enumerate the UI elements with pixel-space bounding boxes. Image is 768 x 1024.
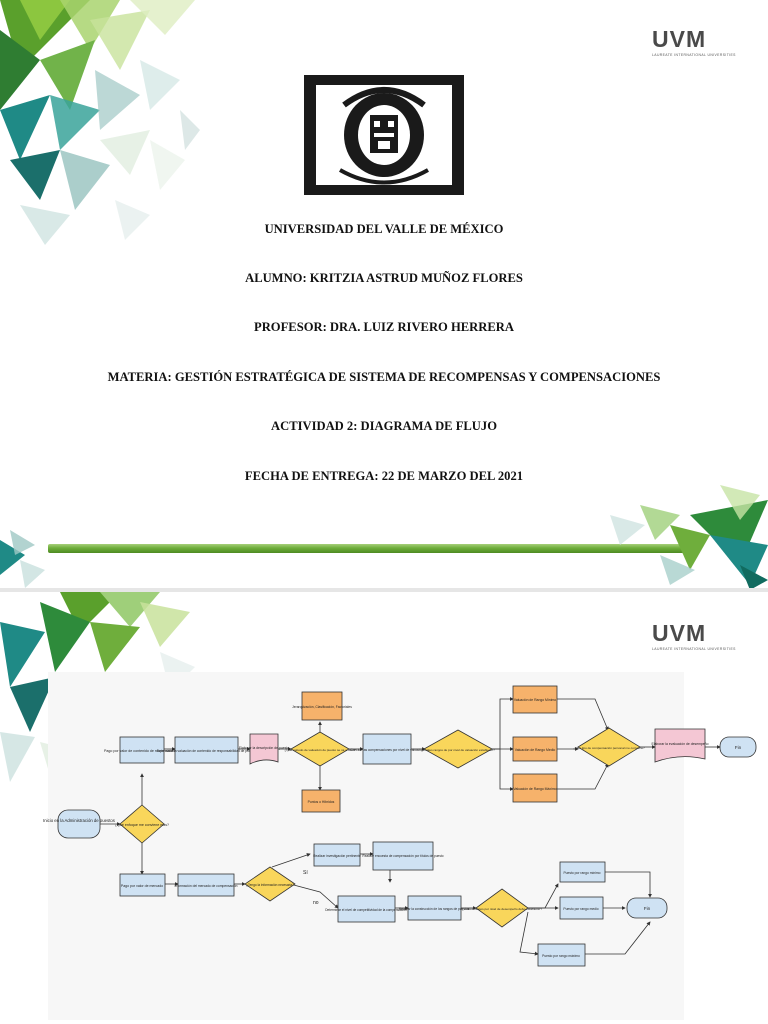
process-pay-responsibility-label: Pago por valor de contenido de responsab… bbox=[104, 749, 180, 753]
box-range-mid: Valuación de Rango Medio bbox=[512, 736, 558, 762]
university-name: UNIVERSIDAD DEL VALLE DE MÉXICO bbox=[264, 222, 504, 236]
process-post-min: Puesto por rango mínimo bbox=[559, 861, 606, 883]
flowchart-page: UVM LAUREATE INTERNATIONAL UNIVERSITIES bbox=[0, 592, 768, 1024]
document-job-description: Elaborar la descripción de puesto bbox=[239, 733, 289, 765]
process-post-mid-label: Puesto por rango medio bbox=[563, 907, 598, 911]
process-competitiveness-label: Determinar el nivel de competitividad de… bbox=[325, 908, 407, 912]
decision-ranges: ¿Cuáles rangos de por nivel de valuación… bbox=[421, 729, 495, 769]
document-performance-eval: Elaborar la evaluación de desempeño bbox=[652, 728, 709, 763]
decision-perf-ranges-label: ¿Cuáles rangos por nivel de desempeño de… bbox=[462, 907, 543, 911]
box-method-bottom-label: Puntos o Hibridos bbox=[308, 800, 335, 804]
process-survey: Realizar encuesta de compensación por tí… bbox=[362, 841, 444, 871]
student-line: ALUMNO: KRITZIA ASTRUD MUÑOZ FLORES bbox=[245, 271, 523, 285]
university-seal bbox=[304, 75, 464, 195]
decorative-triangles-top-left bbox=[0, 0, 200, 245]
label-no: no bbox=[313, 900, 319, 906]
uvm-logo: UVM LAUREATE INTERNATIONAL UNIVERSITIES bbox=[652, 26, 736, 57]
process-determine-valuation-label: Determinar la valuación de contenido de … bbox=[157, 749, 256, 753]
box-method-bottom: Puntos o Hibridos bbox=[301, 789, 341, 813]
uvm-wordmark: UVM bbox=[652, 620, 707, 646]
uvm-tagline: LAUREATE INTERNATIONAL UNIVERSITIES bbox=[652, 647, 736, 651]
subject-line: MATERIA: GESTIÓN ESTRATÉGICA DE SISTEMA … bbox=[107, 370, 661, 384]
uvm-wordmark: UVM bbox=[652, 26, 707, 52]
process-build-ranges-label: Realizar la construcción de los rangos d… bbox=[399, 907, 470, 911]
decision-comp-type: ¿Qué tipo de compensación personal me co… bbox=[573, 727, 645, 767]
box-range-max-label: Valuación de Rango Máximo bbox=[513, 787, 556, 791]
decision-info-label: ¿Tengo la información necesaria? bbox=[246, 883, 294, 887]
node-start: Inicio en la Administración de puestos bbox=[43, 809, 115, 839]
page-separator bbox=[0, 588, 768, 593]
decision-ranges-label: ¿Cuáles rangos de por nivel de valuación… bbox=[421, 748, 495, 752]
process-research-label: Realizar investigación pertinente bbox=[313, 854, 361, 858]
box-range-min-label: Valuación de Rango Mínimo bbox=[514, 698, 556, 702]
process-research: Realizar investigación pertinente bbox=[313, 843, 361, 867]
process-market-info-label: Información del mercado de compensación bbox=[174, 884, 237, 888]
process-pay-market-label: Pago por valor de mercado bbox=[121, 884, 163, 888]
activity-line: ACTIVIDAD 2: DIAGRAMA DE FLUJO bbox=[271, 419, 497, 433]
box-range-mid-label: Valuación de Rango Medio bbox=[515, 748, 556, 752]
process-pay-market: Pago por valor de mercado bbox=[119, 873, 166, 897]
process-conclude-comp: Concluir las compensaciones por nivel de… bbox=[350, 733, 424, 765]
terminal-end-top-label: Fin bbox=[735, 745, 742, 750]
label-yes: Sí bbox=[303, 870, 308, 876]
cover-page: UVM LAUREATE INTERNATIONAL UNIVERSITIES … bbox=[0, 0, 768, 590]
decision-info: ¿Tengo la información necesaria? bbox=[244, 866, 296, 902]
process-build-ranges: Realizar la construcción de los rangos d… bbox=[399, 895, 470, 921]
box-method-top: Jerarquización, Clasificación, Factorial… bbox=[292, 691, 352, 721]
box-range-min: Valuación de Rango Mínimo bbox=[512, 685, 558, 714]
box-range-max: Valuación de Rango Máximo bbox=[512, 773, 558, 803]
document-job-description-label: Elaborar la descripción de puesto bbox=[239, 746, 289, 750]
process-market-info: Información del mercado de compensación bbox=[174, 873, 238, 897]
decorative-triangles-right bbox=[610, 485, 768, 590]
decision-method-label: ¿Qué método de valuación de puesto se va… bbox=[284, 748, 355, 752]
process-survey-label: Realizar encuesta de compensación por tí… bbox=[362, 854, 443, 858]
process-post-min-label: Puesto por rango mínimo bbox=[563, 871, 600, 875]
node-start-label: Inicio en la Administración de puestos bbox=[43, 818, 115, 823]
green-divider-bar bbox=[48, 544, 688, 553]
box-method-top-label: Jerarquización, Clasificación, Factorial… bbox=[292, 705, 352, 709]
terminal-end-bottom: Fin bbox=[626, 897, 668, 919]
decision-comp-type-label: ¿Qué tipo de compensación personal me co… bbox=[573, 746, 645, 750]
uvm-tagline: LAUREATE INTERNATIONAL UNIVERSITIES bbox=[652, 53, 736, 57]
flowchart: Inicio en la Administración de puestos ¿… bbox=[43, 672, 757, 1020]
professor-line: PROFESOR: DRA. LUIZ RIVERO HERRERA bbox=[254, 320, 514, 334]
connector-lines bbox=[99, 697, 721, 956]
process-pay-responsibility: Pago por valor de contenido de responsab… bbox=[104, 736, 180, 764]
process-post-mid: Puesto por rango medio bbox=[559, 896, 604, 920]
process-post-max: Puesto por rango máximo bbox=[537, 943, 586, 967]
terminal-end-top: Fin bbox=[719, 736, 757, 758]
process-determine-valuation: Determinar la valuación de contenido de … bbox=[157, 736, 256, 764]
decision-approach-label: ¿Qué enfoque me conviene más? bbox=[115, 823, 169, 827]
decision-perf-ranges: ¿Cuáles rangos por nivel de desempeño de… bbox=[462, 888, 543, 928]
process-competitiveness: Determinar el nivel de competitividad de… bbox=[325, 895, 407, 923]
uvm-logo-page2: UVM LAUREATE INTERNATIONAL UNIVERSITIES bbox=[652, 620, 736, 651]
due-date-line: FECHA DE ENTREGA: 22 DE MARZO DEL 2021 bbox=[244, 469, 524, 483]
process-conclude-comp-label: Concluir las compensaciones por nivel de… bbox=[350, 748, 423, 752]
process-post-max-label: Puesto por rango máximo bbox=[542, 954, 580, 958]
decorative-triangles-bottom-left bbox=[0, 530, 45, 588]
decision-approach: ¿Qué enfoque me conviene más? bbox=[115, 804, 169, 844]
decision-method: ¿Qué método de valuación de puesto se va… bbox=[284, 731, 356, 767]
terminal-end-bottom-label: Fin bbox=[644, 906, 651, 911]
document-performance-eval-label: Elaborar la evaluación de desempeño bbox=[652, 742, 709, 746]
